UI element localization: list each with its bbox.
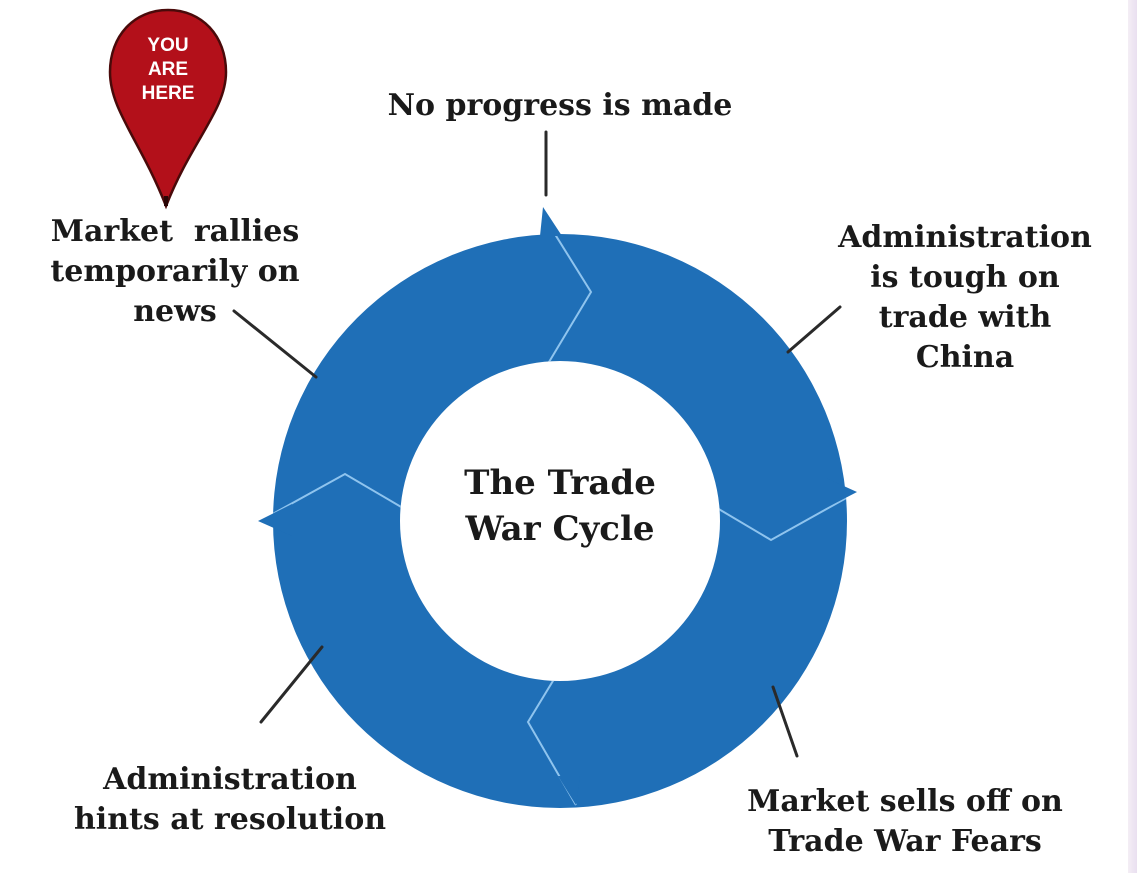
arrow-seam-left — [273, 472, 426, 522]
stage-label-line: is tough on — [870, 260, 1060, 295]
arrow-tip-bottom — [558, 776, 580, 805]
leader-line-upper-right — [786, 305, 842, 354]
stage-label-line: temporarily on — [50, 254, 300, 289]
stage-label-administration-tough: Administration is tough on trade with Ch… — [830, 218, 1100, 378]
right-edge-strip — [1128, 0, 1137, 873]
cycle-ring — [258, 207, 857, 808]
stage-label-line: Administration — [838, 220, 1092, 255]
stage-label-market-sells-off: Market sells off on Trade War Fears — [740, 782, 1070, 862]
leader-line-lower-left — [259, 645, 324, 724]
marker-text-line: HERE — [141, 83, 195, 104]
stage-label-line: China — [915, 340, 1015, 375]
cycle-ring-band — [273, 234, 847, 808]
stage-label-line: No progress is made — [387, 88, 733, 123]
cycle-title-line: War Cycle — [465, 509, 655, 549]
stage-label-line: trade with — [878, 300, 1052, 335]
leader-line-upper-left — [232, 309, 318, 379]
leader-line-lower-right — [771, 685, 799, 758]
stage-label-line: Market rallies — [50, 214, 300, 249]
arrow-tip-left — [258, 504, 292, 536]
stage-label-line: Trade War Fears — [768, 824, 1042, 859]
marker-text-line: YOU — [147, 35, 189, 56]
stage-label-line: Market sells off on — [747, 784, 1063, 819]
stage-label-administration-hints: Administration hints at resolution — [70, 760, 390, 840]
you-are-here-marker: YOU ARE HERE — [118, 34, 218, 106]
arrow-seam-top — [542, 234, 593, 373]
stage-label-line: news — [133, 294, 217, 329]
stage-label-line: hints at resolution — [73, 802, 387, 837]
stage-label-market-rallies: Market rallies temporarily on news — [30, 212, 320, 332]
stage-label-line: Administration — [103, 762, 357, 797]
marker-text-line: ARE — [147, 59, 189, 80]
arrow-tip-right — [826, 478, 857, 508]
cycle-title-line: The Trade — [464, 463, 656, 503]
cycle-title: The Trade War Cycle — [420, 460, 700, 552]
stage-label-no-progress: No progress is made — [360, 86, 760, 126]
arrow-tip-top — [540, 207, 562, 236]
location-pin-icon — [108, 8, 228, 210]
